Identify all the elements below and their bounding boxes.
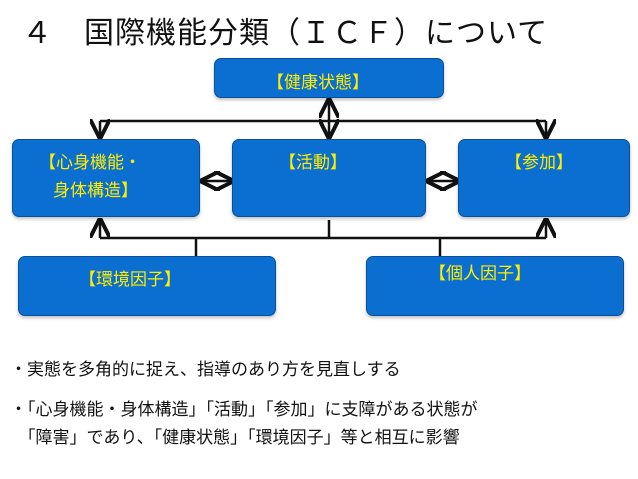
- bullet-list: ・実態を多角的に捉え、指導のあり方を見直しする ・「心身機能・身体構造」「活動」…: [10, 356, 478, 452]
- node-health-label: 【健康状態】: [267, 73, 369, 93]
- bullet-item: 「障害」であり、「健康状態」「環境因子」等と相互に影響: [10, 428, 460, 448]
- node-participation: 【参加】: [458, 139, 630, 217]
- bullet-item: ・実態を多角的に捉え、指導のあり方を見直しする: [10, 360, 401, 380]
- node-body-label-2: 身体構造】: [53, 181, 138, 201]
- node-personal-label: 【個人因子】: [429, 264, 531, 284]
- bullet-item: ・「心身機能・身体構造」「活動」「参加」に支障がある状態が: [10, 400, 478, 420]
- node-environment-label: 【環境因子】: [79, 270, 181, 290]
- node-body-label-1: 【心身機能・: [39, 153, 141, 173]
- node-activity-label: 【活動】: [279, 153, 347, 173]
- node-participation-label: 【参加】: [505, 153, 573, 173]
- node-health: 【健康状態】: [214, 58, 444, 98]
- node-activity: 【活動】: [232, 139, 426, 217]
- node-body: 【心身機能・ 身体構造】: [12, 139, 200, 217]
- node-environment: 【環境因子】: [18, 256, 276, 316]
- page-title: ４ 国際機能分類（ＩＣＦ）について: [22, 16, 549, 51]
- node-personal: 【個人因子】: [366, 256, 624, 316]
